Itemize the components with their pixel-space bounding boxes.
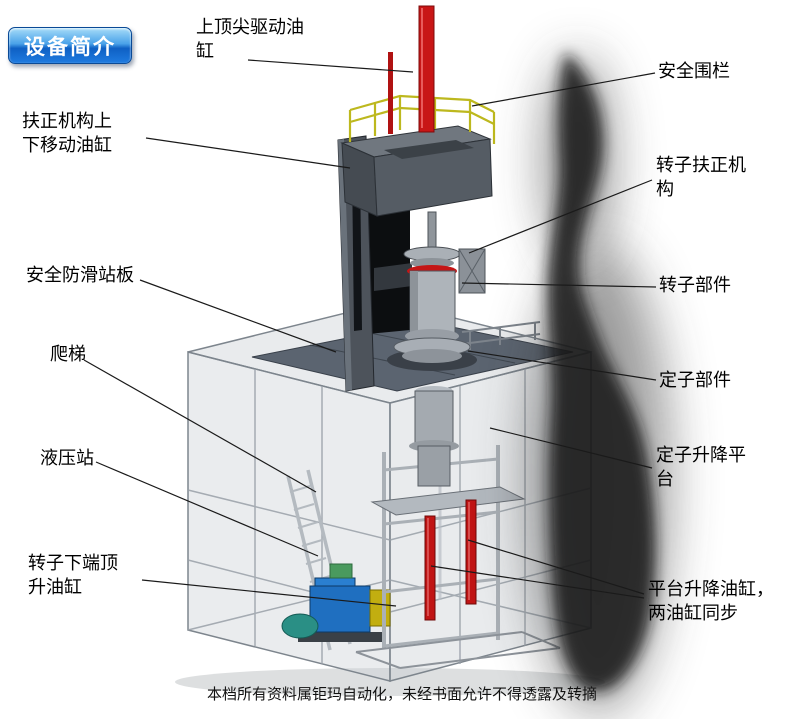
label-antislip-platform: 安全防滑站板 — [26, 265, 134, 285]
leader-platform-cyl-1 — [467, 539, 645, 595]
stator-assembly — [409, 386, 459, 487]
leader-centering-cyl — [145, 137, 351, 169]
leader-stator-part — [467, 350, 657, 381]
top-cylinder-rod — [388, 5, 435, 134]
leader-safety-fence — [471, 72, 656, 107]
lift-cylinders — [424, 499, 477, 621]
label-stator-lift-platform: 定子升降平 台 — [656, 445, 746, 489]
title-badge: 设备简介 — [8, 27, 132, 64]
leader-rotor-centering — [468, 179, 653, 254]
label-top-cylinder: 上顶尖驱动油 缸 — [196, 17, 304, 61]
label-hydraulic-station: 液压站 — [40, 448, 94, 468]
label-rotor-jack-cylinder: 转子下端顶 升油缸 — [28, 553, 118, 597]
leader-lines — [83, 59, 657, 607]
safety-railing — [348, 94, 496, 144]
label-safety-fence: 安全围栏 — [658, 61, 730, 81]
press-column — [337, 125, 493, 392]
label-rotor-centering: 转子扶正机 构 — [656, 155, 746, 199]
label-stator-part: 定子部件 — [659, 370, 731, 390]
leader-ladder — [83, 359, 317, 493]
leader-stator-platform — [489, 427, 653, 469]
rotor-centering-bracket — [458, 248, 486, 294]
ground-shadow — [175, 668, 605, 696]
rotor-assembly — [374, 211, 486, 487]
leader-platform-cyl-2 — [430, 565, 645, 599]
label-rotor-part: 转子部件 — [659, 275, 731, 295]
label-ladder: 爬梯 — [50, 344, 86, 364]
leader-antislip — [139, 279, 337, 353]
leader-rotor-part — [461, 282, 657, 288]
press-head — [340, 125, 493, 217]
machine-illustration — [175, 5, 605, 696]
footer-note: 本档所有资料属钜玛自动化，未经书面允许不得透露及转摘 — [206, 686, 597, 703]
label-platform-lift-cylinders: 平台升降油缸， 两油缸同步 — [648, 579, 774, 623]
leader-hydraulic — [95, 461, 319, 557]
label-centering-cylinder: 扶正机构上 下移动油缸 — [22, 111, 112, 155]
leader-top-cylinder — [247, 59, 414, 73]
leader-rotor-jack — [141, 579, 397, 607]
